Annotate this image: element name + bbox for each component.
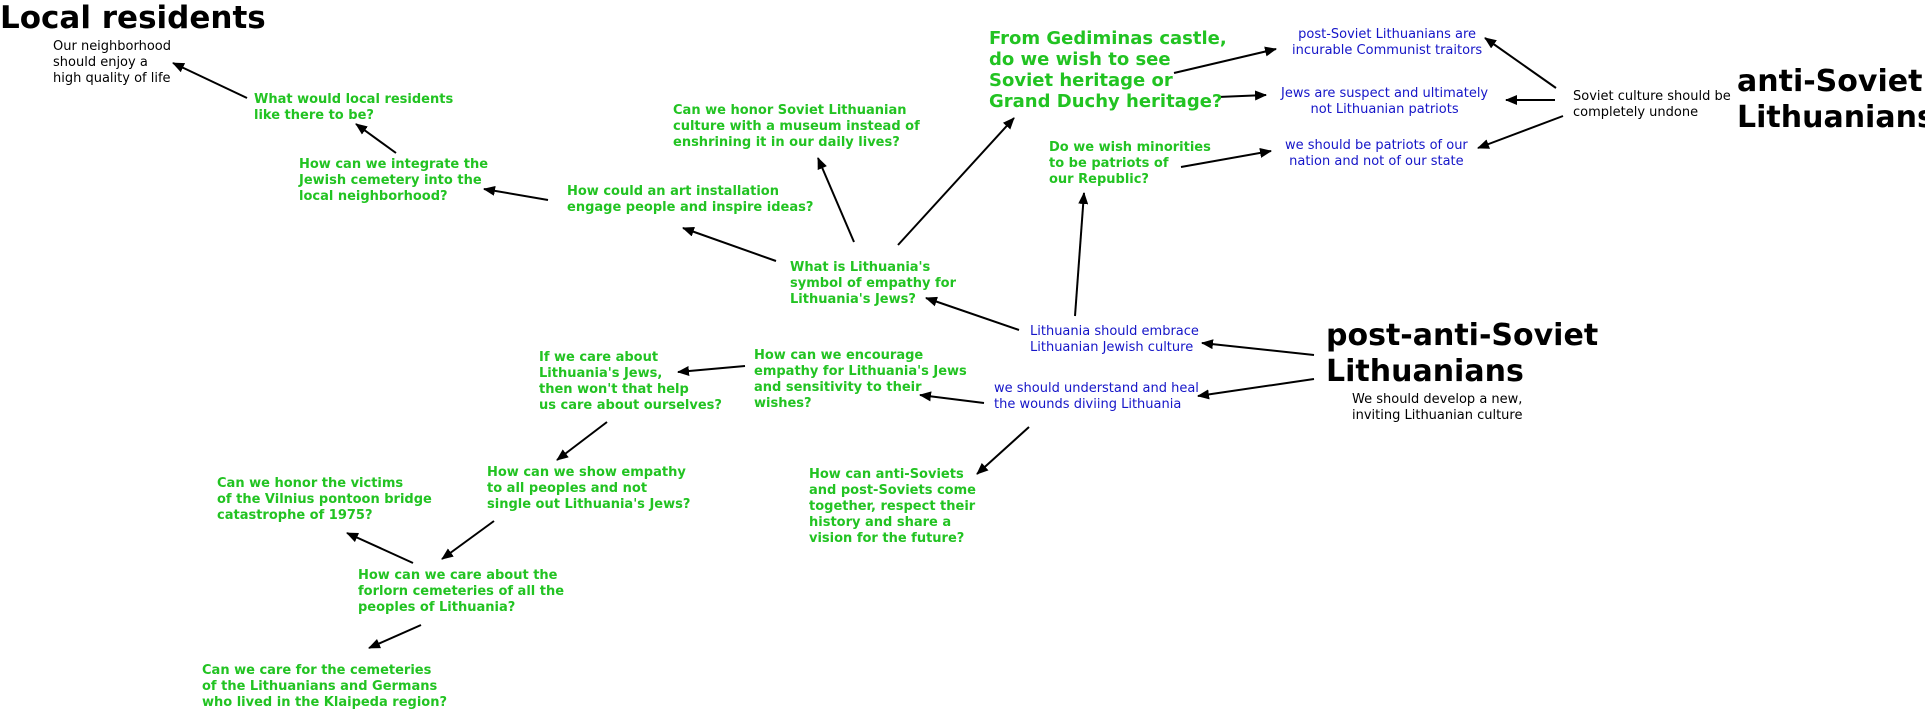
arrow-symbol-to-gediminas	[897, 117, 1015, 246]
arrow-local-like-to-local-desc	[172, 62, 248, 99]
question-integrate-cemetery: How can we integrate the Jewish cemetery…	[299, 157, 489, 204]
post-anti-soviet-heading: post-anti-Soviet Lithuanians	[1326, 318, 1599, 389]
local-residents-description: Our neighborhood should enjoy a high qua…	[53, 39, 172, 86]
arrow-embrace-to-symbol	[925, 296, 1020, 331]
question-encourage-empathy: How can we encourage empathy for Lithuan…	[754, 348, 967, 411]
arrow-symbol-to-museum	[817, 157, 855, 243]
question-soviet-museum: Can we honor Soviet Lithuanian culture w…	[673, 103, 920, 150]
arrow-post-anti-soviet-to-heal	[1197, 378, 1315, 400]
arrow-gediminas-to-traitors	[1173, 46, 1277, 74]
arrow-anti-soviet-to-traitors	[1484, 37, 1557, 89]
question-empathy-all-peoples: How can we show empathy to all peoples a…	[487, 465, 691, 512]
arrow-symbol-to-art-installation	[682, 226, 777, 262]
arrow-minorities-to-patriots-nation	[1180, 148, 1272, 168]
post-anti-soviet-description: We should develop a new, inviting Lithua…	[1352, 392, 1523, 423]
arrow-post-anti-soviet-to-embrace	[1201, 339, 1315, 356]
question-gediminas-castle: From Gediminas castle, do we wish to see…	[989, 28, 1227, 112]
belief-incurable-traitors: post-Soviet Lithuanians are incurable Co…	[1292, 27, 1483, 58]
question-local-residents-like: What would local residents like there to…	[254, 92, 454, 123]
question-art-installation: How could an art installation engage peo…	[567, 184, 814, 215]
question-minorities-patriots: Do we wish minorities to be patriots of …	[1049, 140, 1211, 187]
arrow-forlorn-cemeteries-to-pontoon	[346, 532, 414, 564]
question-come-together: How can anti-Soviets and post-Soviets co…	[809, 467, 976, 546]
arrow-heal-to-encourage	[919, 391, 985, 404]
anti-soviet-description: Soviet culture should be completely undo…	[1573, 89, 1731, 120]
arrow-anti-soviet-to-patriots-nation	[1477, 115, 1564, 149]
arrow-gediminas-to-jews-suspect	[1217, 90, 1267, 101]
arrow-heal-to-come-together	[976, 426, 1030, 475]
arrow-integrate-cemetery-to-local-like	[355, 123, 397, 154]
question-care-about-ourselves: If we care about Lithuania's Jews, then …	[539, 350, 722, 413]
belief-patriots-nation: we should be patriots of our nation and …	[1285, 138, 1468, 169]
arrow-forlorn-cemeteries-to-klaipeda	[368, 624, 422, 649]
arrow-all-peoples-to-forlorn-cemeteries	[441, 520, 495, 560]
question-forlorn-cemeteries: How can we care about the forlorn cemete…	[358, 568, 565, 615]
arrow-encourage-to-care-ourselves	[677, 365, 746, 376]
arrow-care-ourselves-to-all-peoples	[556, 421, 608, 461]
question-pontoon-bridge: Can we honor the victims of the Vilnius …	[217, 476, 432, 523]
belief-jews-suspect: Jews are suspect and ultimately not Lith…	[1281, 86, 1489, 117]
belief-heal-wounds: we should understand and heal the wounds…	[994, 381, 1199, 412]
anti-soviet-heading: anti-Soviet Lithuanians	[1737, 64, 1925, 135]
arrow-art-installation-to-integrate-cemetery	[483, 185, 549, 201]
arrow-embrace-to-minorities	[1074, 192, 1089, 317]
belief-embrace-jewish-culture: Lithuania should embrace Lithuanian Jewi…	[1030, 324, 1199, 355]
question-symbol-of-empathy: What is Lithuania's symbol of empathy fo…	[790, 260, 956, 307]
question-klaipeda-cemeteries: Can we care for the cemeteries of the Li…	[202, 663, 448, 710]
local-residents-heading: Local residents	[0, 0, 266, 36]
